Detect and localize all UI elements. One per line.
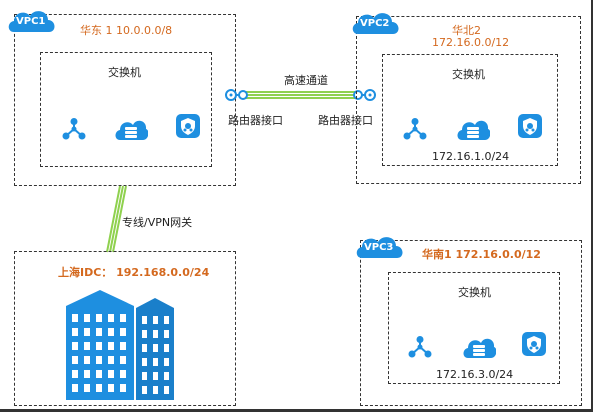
security-shield-icon bbox=[518, 114, 542, 138]
vpc3-network-icon bbox=[408, 336, 432, 358]
vpc3-switch-container bbox=[388, 272, 560, 384]
express-connect-link bbox=[236, 86, 366, 106]
vpc2-switch-container bbox=[382, 54, 558, 166]
vpc2-cloud-badge: VPC2 bbox=[350, 8, 402, 36]
router-interface-icon bbox=[225, 89, 248, 101]
vpc1-container bbox=[14, 14, 236, 186]
security-shield-icon bbox=[522, 332, 546, 356]
vpc1-cloud-badge: VPC1 bbox=[6, 6, 58, 34]
cloud-database-icon bbox=[463, 338, 496, 358]
idc-container bbox=[14, 251, 236, 406]
vpc2-security-icon bbox=[518, 114, 542, 138]
vpc1-switch-container bbox=[40, 52, 212, 167]
network-nodes-icon bbox=[408, 336, 432, 358]
cloud-icon bbox=[356, 237, 403, 258]
vpc2-subnet-label: 172.16.1.0/24 bbox=[432, 150, 510, 163]
vpc1-network-icon bbox=[62, 118, 86, 140]
cloud-database-icon bbox=[457, 120, 490, 140]
vpc1-security-icon bbox=[176, 114, 200, 138]
vpc1-region-label: 华东 1 10.0.0.0/8 bbox=[80, 24, 173, 37]
vpc1-switch-label: 交换机 bbox=[108, 66, 141, 79]
vpc1-badge-label: VPC1 bbox=[16, 16, 46, 27]
vpc3-subnet-label: 172.16.3.0/24 bbox=[436, 368, 514, 381]
leased-line-link bbox=[100, 184, 130, 254]
vpc1-database-icon bbox=[114, 116, 148, 142]
vpc2-cidr-label: 172.16.0.0/12 bbox=[432, 36, 510, 49]
vpc2-badge-label: VPC2 bbox=[360, 18, 390, 29]
vpc2-container bbox=[356, 16, 581, 184]
vpc2-switch-label: 交换机 bbox=[452, 68, 485, 81]
security-shield-icon bbox=[176, 114, 200, 138]
vpc3-switch-label: 交换机 bbox=[458, 286, 491, 299]
office-building-icon bbox=[66, 290, 174, 400]
router-interface-left bbox=[225, 84, 249, 106]
express-connect-label: 高速通道 bbox=[284, 74, 328, 87]
cloud-icon bbox=[8, 11, 55, 33]
vpc3-container bbox=[360, 240, 582, 406]
idc-building-icon bbox=[66, 290, 178, 400]
vpc3-region-label: 华南1 172.16.0.0/12 bbox=[422, 248, 541, 261]
leased-line bbox=[106, 185, 127, 253]
cloud-database-icon bbox=[115, 120, 148, 140]
network-nodes-icon bbox=[62, 118, 86, 140]
leased-line-label: 专线/VPN网关 bbox=[122, 216, 193, 229]
vpc3-database-icon bbox=[462, 334, 496, 360]
router-interface-right-label: 路由器接口 bbox=[318, 114, 373, 127]
express-connect-line bbox=[242, 91, 360, 99]
cloud-icon bbox=[352, 13, 399, 35]
vpc3-cloud-badge: VPC3 bbox=[354, 232, 406, 260]
vpc2-region-label: 华北2 bbox=[452, 24, 481, 37]
network-nodes-icon bbox=[403, 118, 427, 140]
router-interface-left-label: 路由器接口 bbox=[228, 114, 283, 127]
vpc2-database-icon bbox=[456, 116, 490, 142]
vpc3-security-icon bbox=[522, 332, 546, 356]
vpc3-badge-label: VPC3 bbox=[364, 242, 394, 253]
idc-title: 上海IDC： 192.168.0.0/24 bbox=[58, 266, 210, 279]
vpc2-network-icon bbox=[403, 118, 427, 140]
